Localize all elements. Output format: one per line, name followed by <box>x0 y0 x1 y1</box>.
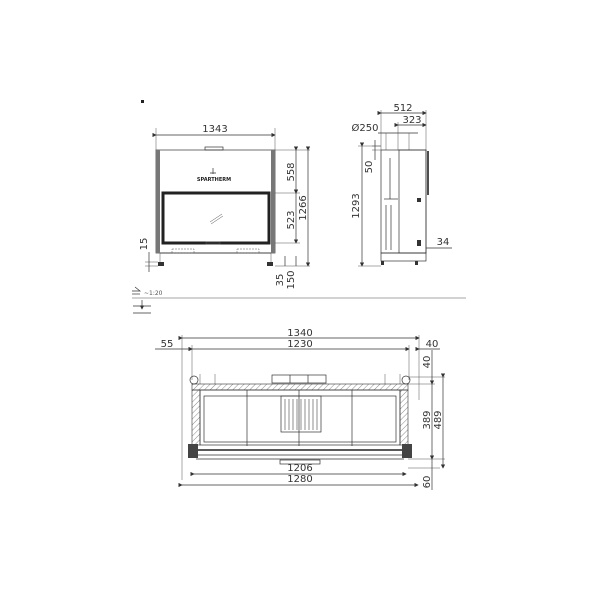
dim-150: 150 <box>286 270 297 289</box>
front-view: 1343 SPARTHERM 558 523 1266 <box>139 124 311 290</box>
glass-door <box>161 191 271 245</box>
dim-558: 558 <box>286 162 297 181</box>
dim-50: 50 <box>364 161 375 174</box>
dim-389: 389 <box>422 410 433 429</box>
dim-323: 323 <box>402 115 421 126</box>
dim-60: 60 <box>422 476 433 489</box>
scale-note: ~1:20 <box>132 286 466 314</box>
dim-35: 35 <box>275 274 286 287</box>
dim-1266: 1266 <box>298 195 309 220</box>
dim-1230: 1230 <box>287 339 312 350</box>
dim-34: 34 <box>437 237 450 248</box>
front-width-dim: 1343 <box>202 124 227 135</box>
dim-489: 489 <box>433 410 444 429</box>
scale-label: ~1:20 <box>144 290 163 297</box>
marker-dot <box>141 100 144 103</box>
dim-1293: 1293 <box>351 193 362 218</box>
dim-40-top: 40 <box>426 339 439 350</box>
dim-1280: 1280 <box>287 474 312 485</box>
front-body <box>155 149 276 254</box>
dim-1206: 1206 <box>287 463 312 474</box>
dim-40-right: 40 <box>422 356 433 369</box>
side-view: 512 323 Ø250 50 1293 34 <box>351 103 452 267</box>
dim-1340: 1340 <box>287 328 312 339</box>
flue-diameter-dim: Ø250 <box>352 122 379 134</box>
dim-512: 512 <box>393 103 412 114</box>
dim-55: 55 <box>161 339 174 350</box>
dim-15: 15 <box>139 238 150 251</box>
dim-523: 523 <box>286 210 297 229</box>
brand-logo: SPARTHERM <box>197 177 231 183</box>
top-view: 1340 1230 55 40 <box>155 328 446 490</box>
